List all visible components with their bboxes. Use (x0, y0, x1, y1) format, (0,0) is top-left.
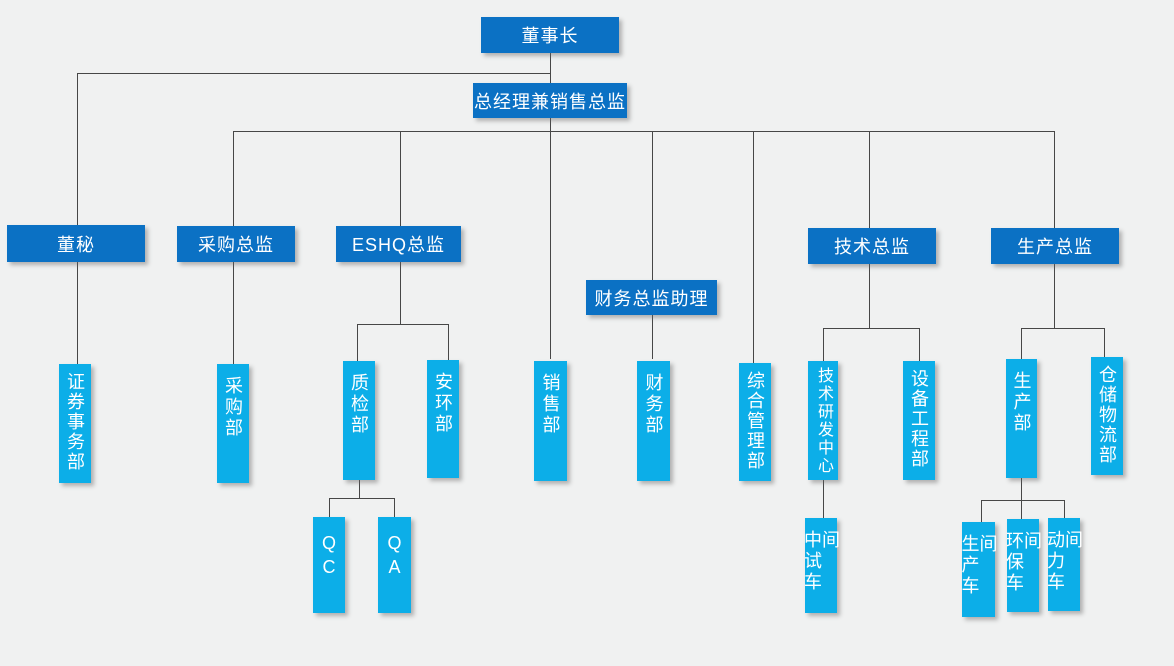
org-node-label: 销售部 (540, 373, 561, 436)
connector-admin-v (753, 131, 754, 364)
org-node-general-admin-dept[interactable]: 综合管理部 (739, 363, 771, 481)
connector-secretary-v (77, 73, 78, 364)
org-node-label: 设备工程部 (909, 369, 929, 469)
connector-warehouse-drop (1104, 328, 1105, 357)
org-node-label: 环保车间 (1004, 531, 1042, 594)
connector-production-dept-drop (1021, 328, 1022, 359)
connector-qa-drop (394, 498, 395, 517)
org-node-warehouse-logistics-dept[interactable]: 仓储物流部 (1091, 357, 1123, 475)
org-node-technical-director[interactable]: 技术总监 (808, 228, 936, 264)
org-node-label: 质检部 (349, 373, 369, 436)
org-node-label: 证券事务部 (65, 372, 85, 472)
org-node-production-workshop[interactable]: 生产车间 (959, 522, 998, 617)
org-node-label: 综合管理部 (745, 371, 765, 471)
org-node-label: 生产车间 (959, 534, 998, 597)
connector-power-workshop-drop (1064, 500, 1065, 518)
connector-rd-drop (823, 328, 824, 361)
org-node-finance-director-assistant[interactable]: 财务总监助理 (586, 280, 717, 315)
connector-gm-bus-h (233, 131, 1055, 132)
org-node-label: 仓储物流部 (1097, 365, 1117, 465)
connector-finance-v (652, 131, 653, 359)
org-node-label: 采购总监 (198, 235, 274, 255)
connector-safety-drop (448, 324, 449, 360)
connector-quality-drop (357, 324, 358, 361)
org-node-eshq-director[interactable]: ESHQ总监 (336, 226, 461, 262)
org-node-label: 中试车间 (802, 530, 840, 593)
org-node-qa[interactable]: QA (378, 517, 411, 613)
org-node-purchasing-director[interactable]: 采购总监 (177, 226, 295, 262)
org-node-chairman[interactable]: 董事长 (481, 17, 619, 53)
org-node-finance-dept[interactable]: 财务部 (637, 361, 670, 481)
org-node-general-manager[interactable]: 总经理兼销售总监 (473, 83, 627, 118)
org-node-board-secretary[interactable]: 董秘 (7, 225, 145, 262)
org-node-label: 技术研发中心 (815, 367, 832, 475)
org-node-label: 董秘 (57, 234, 95, 255)
connector-eshq-split-h (357, 324, 449, 325)
org-node-label: 总经理兼销售总监 (474, 91, 626, 112)
org-node-label: QA (384, 533, 405, 581)
connector-production-workshop-drop (981, 500, 982, 522)
org-node-production-director[interactable]: 生产总监 (991, 228, 1119, 264)
connector-qcqa-split-h (329, 498, 395, 499)
org-node-power-workshop[interactable]: 动力车间 (1045, 518, 1083, 611)
connector-equipment-drop (919, 328, 920, 361)
org-node-securities-affairs-dept[interactable]: 证券事务部 (59, 364, 91, 483)
org-node-purchasing-dept[interactable]: 采购部 (217, 364, 249, 483)
org-node-quality-inspection-dept[interactable]: 质检部 (343, 361, 375, 480)
org-node-label: 采购部 (223, 376, 243, 439)
org-node-safety-environment-dept[interactable]: 安环部 (427, 360, 459, 478)
connector-qc-drop (329, 498, 330, 517)
org-node-label: 财务总监助理 (594, 288, 709, 309)
connector-chairman-gm-sales (550, 53, 551, 359)
org-node-label: 动力车间 (1045, 530, 1083, 593)
org-node-label: QC (319, 533, 339, 581)
connector-chairman-secretary-h (77, 73, 551, 74)
connector-technical-split-h (823, 328, 920, 329)
org-node-tech-rd-center[interactable]: 技术研发中心 (808, 361, 838, 480)
connector-workshop-riser (1021, 478, 1022, 519)
org-node-label: 生产部 (1011, 371, 1032, 434)
org-node-equipment-engineering-dept[interactable]: 设备工程部 (903, 361, 935, 480)
org-node-label: 董事长 (521, 26, 579, 46)
connector-workshop-split-h (981, 500, 1065, 501)
org-node-environment-workshop[interactable]: 环保车间 (1004, 519, 1042, 612)
org-node-production-dept[interactable]: 生产部 (1006, 359, 1037, 478)
org-node-sales-dept[interactable]: 销售部 (534, 361, 567, 481)
org-node-qc[interactable]: QC (313, 517, 345, 613)
connector-quality-sub-riser (359, 480, 360, 498)
connector-production-split-h (1021, 328, 1105, 329)
org-node-label: 财务部 (643, 373, 664, 436)
org-node-pilot-workshop[interactable]: 中试车间 (802, 518, 840, 613)
org-node-label: 安环部 (433, 372, 453, 435)
org-node-label: 生产总监 (1017, 237, 1093, 257)
org-node-label: ESHQ总监 (351, 235, 445, 255)
connector-pilot-riser (823, 480, 824, 518)
org-node-label: 技术总监 (834, 237, 910, 257)
